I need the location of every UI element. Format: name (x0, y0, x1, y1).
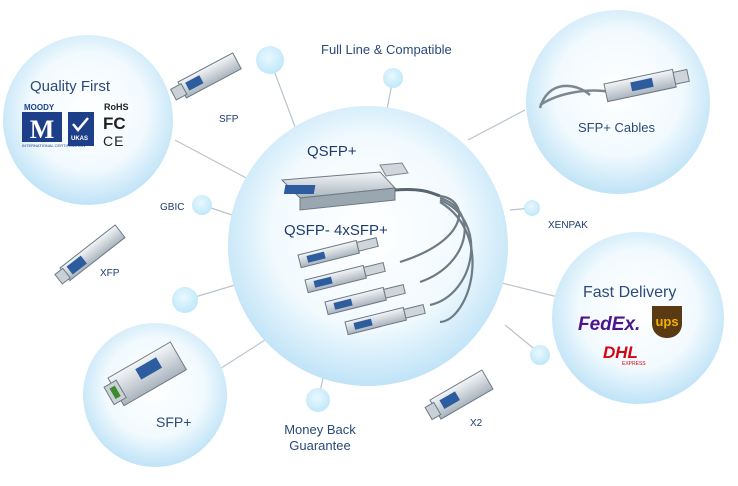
dot-money-back (306, 388, 330, 412)
x2-module-icon (424, 369, 494, 421)
full-line-label: Full Line & Compatible (321, 42, 452, 57)
sfp-label: SFP (219, 114, 239, 125)
ukas-label: UKAS (71, 136, 89, 142)
line-sfp-cables (467, 109, 526, 141)
sfp-cables-title: SFP+ Cables (578, 120, 655, 135)
quality-title: Quality First (30, 78, 111, 95)
dot-xenpak (524, 200, 540, 216)
sfp-plus-module-icon (103, 341, 188, 407)
dot-top-left (256, 46, 284, 74)
rohs-label: RoHS (104, 102, 129, 112)
dot-left (172, 287, 198, 313)
sfp-module-icon (169, 52, 242, 101)
fast-delivery-bubble (552, 232, 724, 404)
dot-gbic (192, 195, 212, 215)
breakout-cables-icon (399, 194, 474, 324)
ups-logo: ups (652, 306, 682, 338)
money-back-label-2: Guarantee (289, 438, 351, 453)
sfp-heads-icon (297, 236, 426, 336)
decor-dots (172, 46, 550, 412)
fc-logo: FC (103, 114, 126, 133)
qsfp-label: QSFP+ (307, 143, 357, 160)
x2-label: X2 (470, 418, 483, 429)
xfp-label: XFP (100, 268, 120, 279)
dot-full-line (383, 68, 403, 88)
xenpak-label: XENPAK (548, 220, 588, 231)
sfp-cables-bubble (526, 10, 710, 194)
dhl-logo: DHL (603, 343, 638, 362)
line-quality (174, 139, 251, 181)
ce-logo: CE (103, 133, 125, 149)
qsfp-breakout-label: QSFP- 4xSFP+ (284, 222, 388, 239)
line-bottom-dot (504, 324, 539, 353)
gbic-label: GBIC (160, 202, 185, 213)
moody-logo: M (22, 112, 62, 144)
ukas-logo (68, 112, 94, 146)
fast-delivery-title: Fast Delivery (583, 284, 677, 301)
xfp-module-icon (54, 224, 126, 285)
dhl-sub: EXPRESS (622, 361, 646, 367)
fedex-logo: FedEx. (578, 314, 641, 335)
qsfp-module-icon (280, 162, 441, 211)
moody-label: MOODY (24, 103, 55, 112)
moody-sub: INTERNATIONAL CERTIFICATION (22, 143, 85, 148)
dot-bottom-right (530, 345, 550, 365)
line-sfp-plus (214, 339, 266, 373)
sfp-plus-title: SFP+ (156, 414, 192, 430)
sfp-cable-icon (538, 68, 690, 109)
svg-text:M: M (30, 115, 55, 144)
sfp-plus-bubble (83, 323, 227, 467)
money-back-label-1: Money Back (284, 422, 356, 437)
